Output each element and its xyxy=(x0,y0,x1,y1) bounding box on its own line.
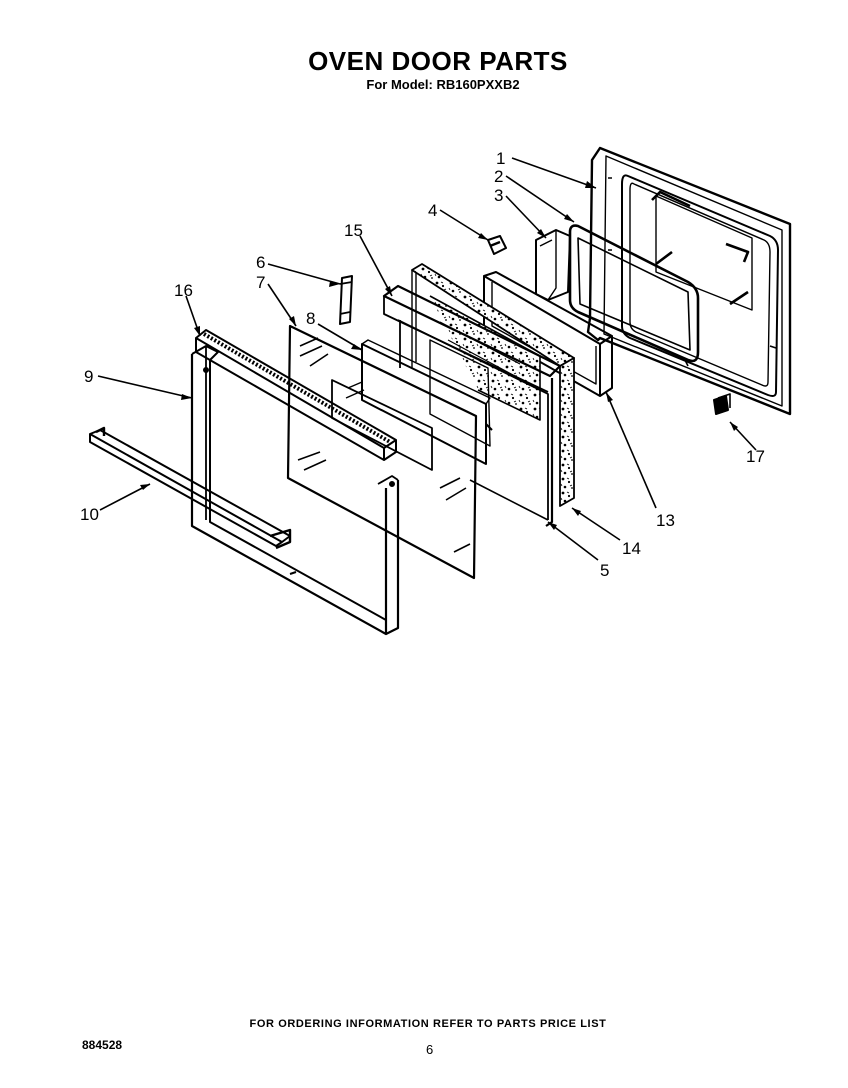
document-number: 884528 xyxy=(82,1038,123,1052)
callout-1: 1 xyxy=(496,149,505,168)
door-clip xyxy=(487,235,507,255)
leader-lines xyxy=(97,157,757,561)
model-subtitle: For Model: RB160PXXB2 xyxy=(366,77,520,92)
page-title: OVEN DOOR PARTS xyxy=(308,46,568,76)
callout-10: 10 xyxy=(80,505,99,524)
callout-labels: 1 2 3 4 15 6 7 8 16 9 10 17 13 14 5 xyxy=(80,149,765,580)
outer-glass-panel xyxy=(286,324,478,580)
door-bumper xyxy=(713,393,731,415)
inner-glass xyxy=(361,339,491,465)
support-frame xyxy=(545,378,554,527)
inner-door-panel xyxy=(586,146,792,416)
insulation-block xyxy=(411,263,575,507)
outer-door-frame xyxy=(190,345,400,636)
callout-6: 6 xyxy=(256,253,265,272)
callout-13: 13 xyxy=(656,511,675,530)
leader-arrowheads xyxy=(140,181,738,530)
callout-8: 8 xyxy=(306,309,315,328)
glass-clamp xyxy=(339,275,353,325)
callout-5: 5 xyxy=(600,561,609,580)
inner-door-frame xyxy=(382,284,562,521)
callout-9: 9 xyxy=(84,367,93,386)
callout-14: 14 xyxy=(622,539,641,558)
callout-2: 2 xyxy=(494,167,503,186)
callout-16: 16 xyxy=(174,281,193,300)
callout-3: 3 xyxy=(494,186,503,205)
page-number: 6 xyxy=(426,1042,434,1057)
door-handle xyxy=(89,426,292,550)
callout-4: 4 xyxy=(428,201,437,220)
callout-17: 17 xyxy=(746,447,765,466)
top-trim-strip xyxy=(195,329,397,461)
callout-15: 15 xyxy=(344,221,363,240)
ordering-note: FOR ORDERING INFORMATION REFER TO PARTS … xyxy=(249,1018,607,1030)
insulation-wrap xyxy=(535,229,571,301)
callout-7: 7 xyxy=(256,273,265,292)
glass-frame xyxy=(568,224,700,363)
